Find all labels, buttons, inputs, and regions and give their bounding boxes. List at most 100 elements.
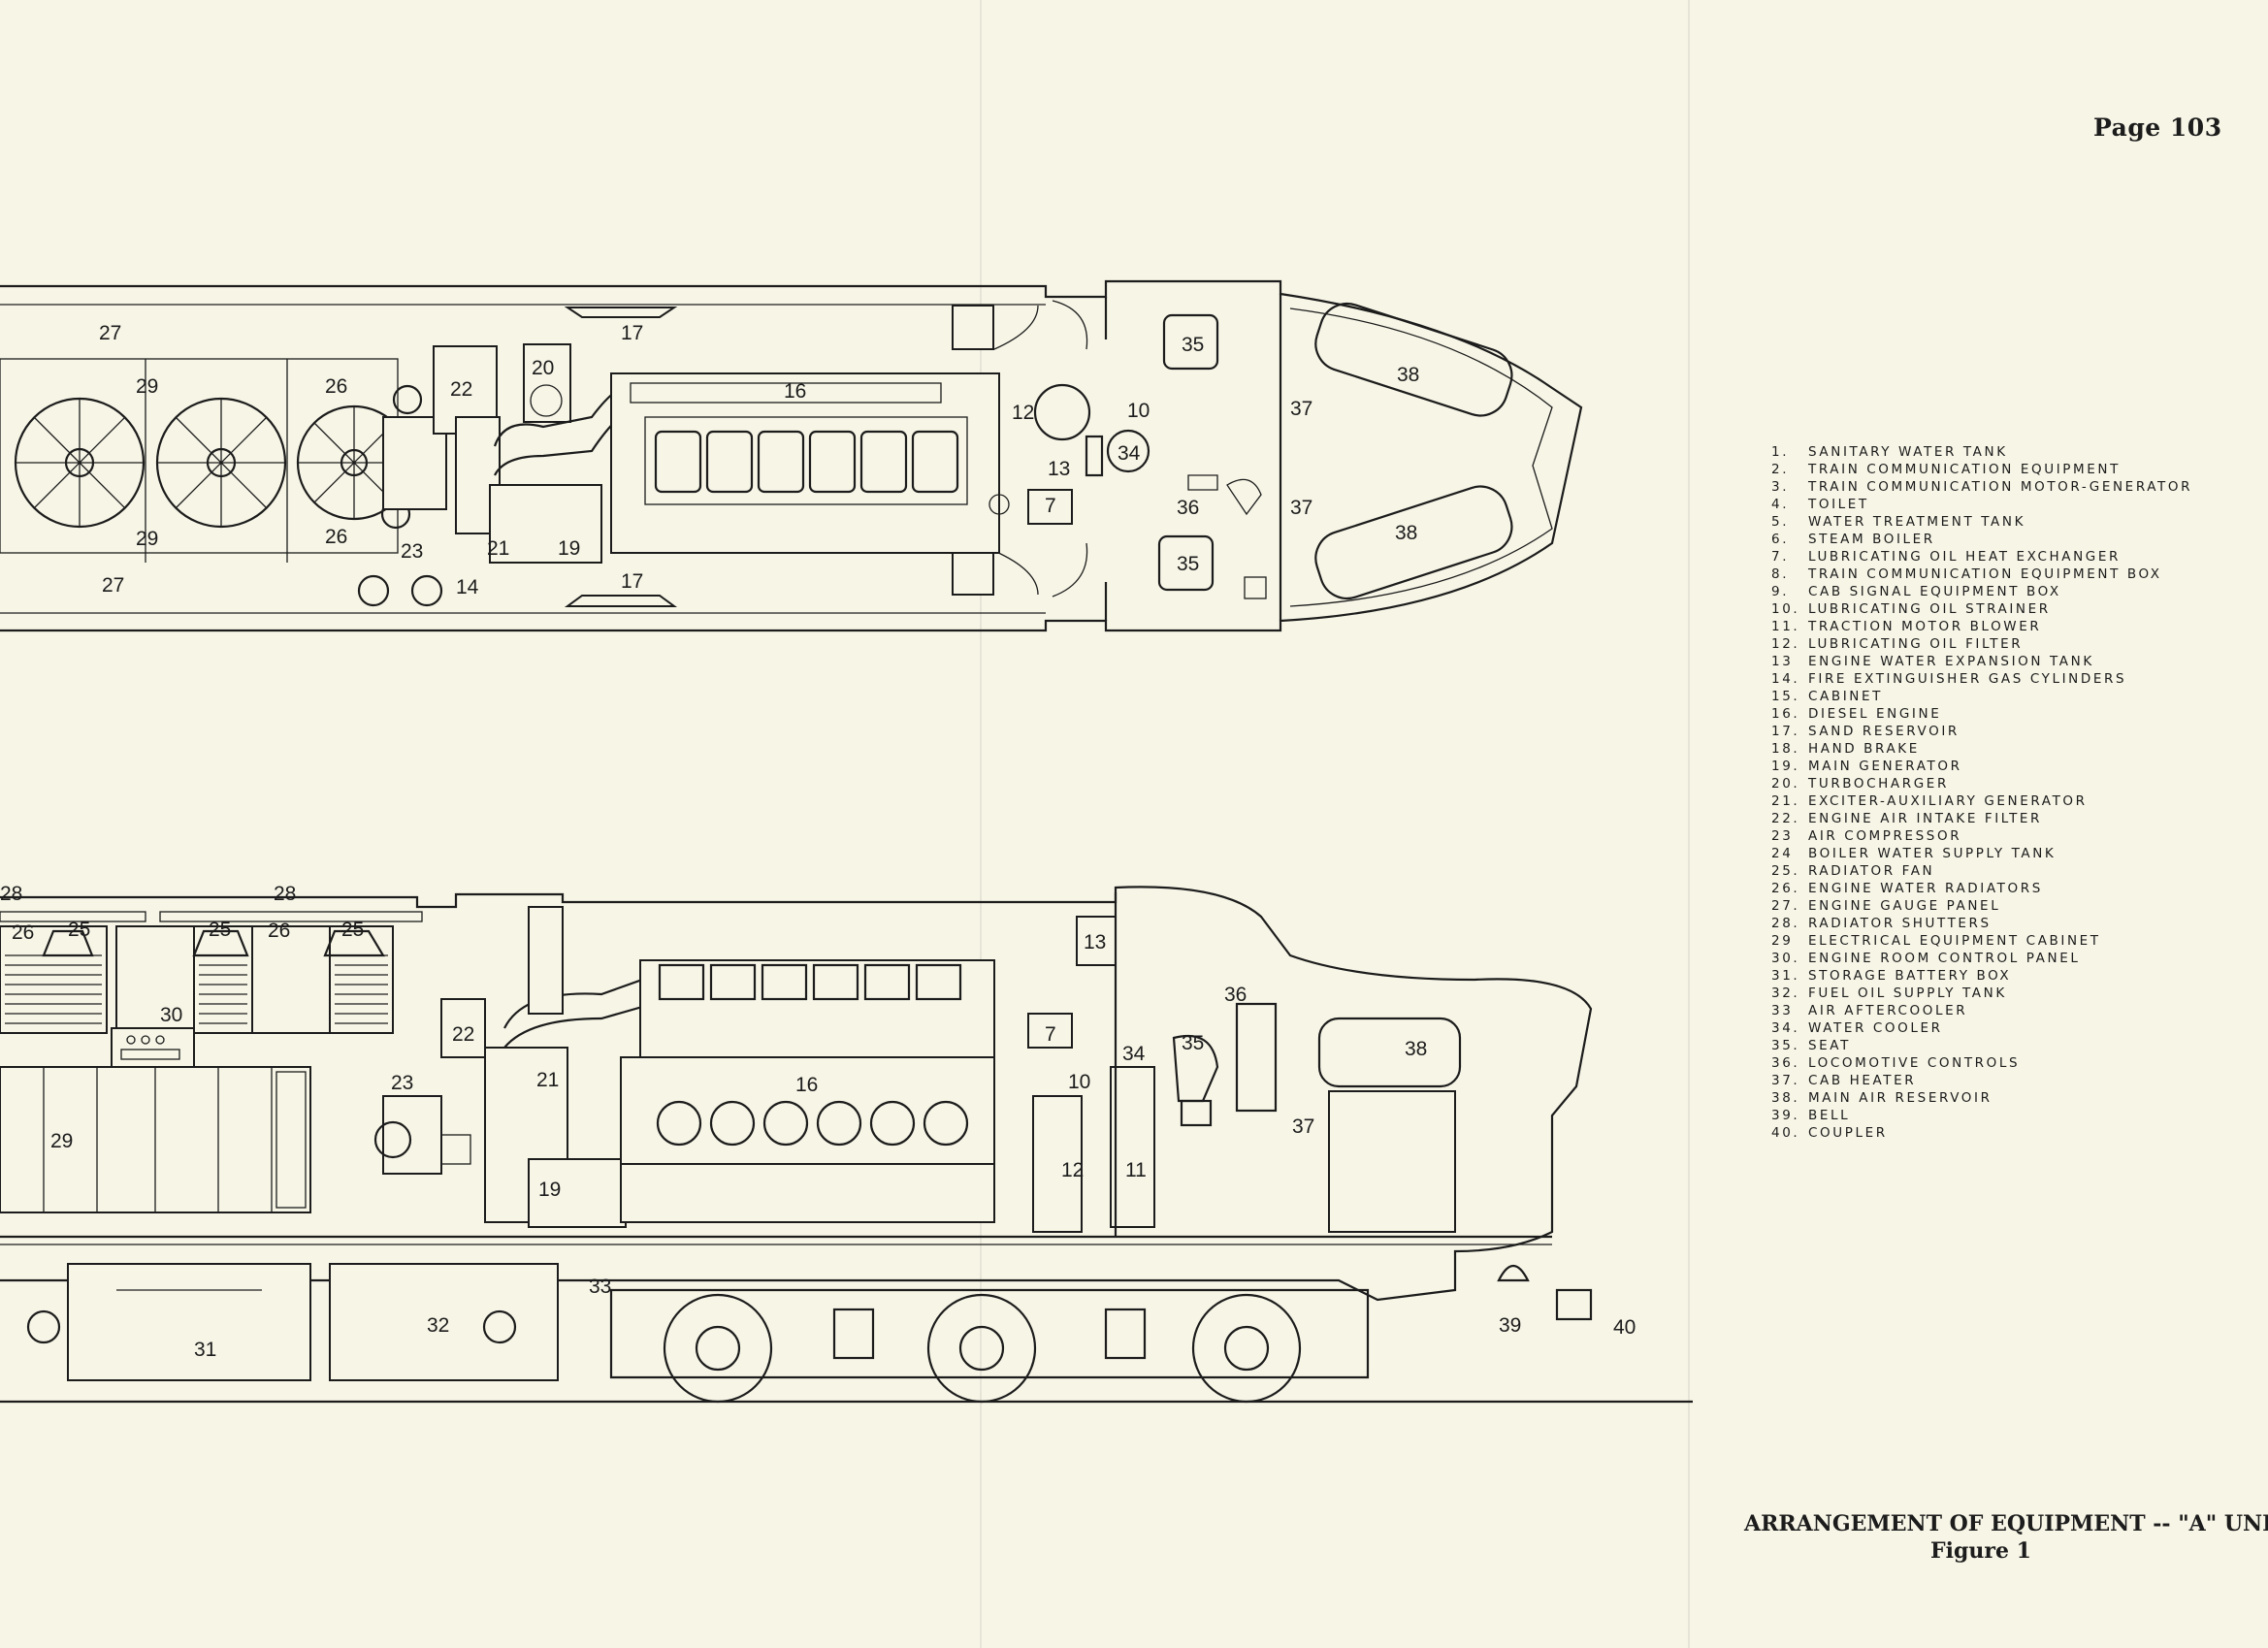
legend-item-text: HAND BRAKE xyxy=(1808,741,1920,757)
legend-item: 27. ENGINE GAUGE PANEL xyxy=(1771,897,2192,915)
legend-item: 10.LUBRICATING OIL STRAINER xyxy=(1771,600,2192,618)
legend-item-number: 13 xyxy=(1771,654,1794,669)
legend-item-text: COUPLER xyxy=(1808,1125,1888,1141)
elev-label-19: 19 xyxy=(538,1179,561,1201)
legend-item: 19.MAIN GENERATOR xyxy=(1771,758,2192,775)
page-number: Page 103 xyxy=(2093,113,2222,142)
legend-item-text: BOILER WATER SUPPLY TANK xyxy=(1808,846,2057,861)
legend-item-number: 28. xyxy=(1771,916,1800,931)
legend-item-text: ELECTRICAL EQUIPMENT CABINET xyxy=(1808,933,2101,949)
legend-item-number: 6. xyxy=(1771,532,1790,547)
elev-label-28: 28 xyxy=(0,883,22,905)
legend-item-text: ENGINE AIR INTAKE FILTER xyxy=(1808,811,2043,826)
elev-label-13: 13 xyxy=(1084,931,1106,953)
radiator-fans xyxy=(0,358,412,563)
elev-label-31: 31 xyxy=(194,1339,216,1361)
legend-item-number: 22. xyxy=(1771,811,1800,826)
elev-label-23: 23 xyxy=(391,1072,413,1094)
plan-label-36: 36 xyxy=(1177,497,1199,519)
plan-label-29: 29 xyxy=(136,375,158,398)
legend-item-number: 38. xyxy=(1771,1090,1800,1106)
legend-item: 1.SANITARY WATER TANK xyxy=(1771,443,2192,461)
legend-item-number: 11. xyxy=(1771,619,1800,634)
electrical-cabinet xyxy=(0,1066,311,1213)
legend-item: 6.STEAM BOILER xyxy=(1771,531,2192,548)
elev-label-25: 25 xyxy=(341,919,364,941)
plan-label-12: 12 xyxy=(1012,402,1034,424)
legend-item: 26. ENGINE WATER RADIATORS xyxy=(1771,880,2192,897)
plan-label-27: 27 xyxy=(102,574,124,597)
legend-item-text: ENGINE WATER RADIATORS xyxy=(1808,881,2043,896)
plan-label-26: 26 xyxy=(325,526,347,548)
legend-item-text: SAND RESERVOIR xyxy=(1808,724,1960,739)
legend-item: 40. COUPLER xyxy=(1771,1124,2192,1142)
plan-label-35: 35 xyxy=(1182,334,1204,356)
elev-label-36: 36 xyxy=(1224,984,1247,1006)
elev-label-16: 16 xyxy=(795,1074,818,1096)
plan-label-7: 7 xyxy=(1045,495,1056,517)
legend-item-text: ENGINE ROOM CONTROL PANEL xyxy=(1808,951,2081,966)
plan-view: 27 29 26 22 20 17 16 12 10 35 38 37 13 3… xyxy=(0,279,1583,632)
plan-label-22: 22 xyxy=(450,378,472,401)
legend-item: 37.CAB HEATER xyxy=(1771,1072,2192,1089)
legend-item: 30.ENGINE ROOM CONTROL PANEL xyxy=(1771,950,2192,967)
legend-item: 39.BELL xyxy=(1771,1107,2192,1124)
legend-item-number: 14. xyxy=(1771,671,1800,687)
legend-item: 5.WATER TREATMENT TANK xyxy=(1771,513,2192,531)
legend-item: 18.HAND BRAKE xyxy=(1771,740,2192,758)
legend-item-text: LUBRICATING OIL STRAINER xyxy=(1808,601,2051,617)
legend-item-number: 23 xyxy=(1771,828,1794,844)
legend-item-number: 39. xyxy=(1771,1108,1800,1123)
legend-item-text: ENGINE GAUGE PANEL xyxy=(1808,898,2001,914)
plan-label-14: 14 xyxy=(456,576,479,598)
elev-label-25: 25 xyxy=(209,919,231,941)
elev-label-29: 29 xyxy=(50,1130,73,1152)
legend-item-number: 5. xyxy=(1771,514,1790,530)
legend-item-text: TOILET xyxy=(1808,497,1869,512)
elev-label-26: 26 xyxy=(12,921,34,944)
legend-item-number: 2. xyxy=(1771,462,1790,477)
legend-item-text: TURBOCHARGER xyxy=(1808,776,1949,792)
legend-item-text: STORAGE BATTERY BOX xyxy=(1808,968,2012,984)
legend-item: 4. TOILET xyxy=(1771,496,2192,513)
elev-label-38: 38 xyxy=(1405,1038,1427,1060)
legend-item: 3.TRAIN COMMUNICATION MOTOR-GENERATOR xyxy=(1771,478,2192,496)
legend-item-number: 33 xyxy=(1771,1003,1794,1018)
legend-item-text: SEAT xyxy=(1808,1038,1851,1053)
legend-item-text: LUBRICATING OIL HEAT EXCHANGER xyxy=(1808,549,2121,565)
legend-item-number: 20. xyxy=(1771,776,1800,792)
page-fold-line xyxy=(980,0,982,1648)
page-fold-line xyxy=(1688,0,1690,1648)
plan-label-35: 35 xyxy=(1177,553,1199,575)
legend-item: 25.RADIATOR FAN xyxy=(1771,862,2192,880)
legend-item-number: 40. xyxy=(1771,1125,1800,1141)
elev-label-12: 12 xyxy=(1061,1159,1084,1181)
legend-item-number: 8. xyxy=(1771,566,1790,582)
legend-item: 8.TRAIN COMMUNICATION EQUIPMENT BOX xyxy=(1771,565,2192,583)
legend-item-text: DIESEL ENGINE xyxy=(1808,706,1942,722)
legend-item: 21.EXCITER-AUXILIARY GENERATOR xyxy=(1771,792,2192,810)
legend-item-text: EXCITER-AUXILIARY GENERATOR xyxy=(1808,793,2088,809)
plan-label-38: 38 xyxy=(1397,364,1419,386)
elevation-view: 28 28 26 25 25 26 25 30 22 13 36 35 38 7… xyxy=(0,883,1693,1404)
plan-label-26: 26 xyxy=(325,375,347,398)
elev-label-11: 11 xyxy=(1125,1159,1147,1181)
plan-label-37: 37 xyxy=(1290,497,1312,519)
caption-figure-number: Figure 1 xyxy=(1930,1538,2031,1564)
elev-label-34: 34 xyxy=(1122,1043,1146,1065)
diesel-engine xyxy=(620,959,995,1223)
legend-item-text: MAIN GENERATOR xyxy=(1808,759,1962,774)
plan-label-16: 16 xyxy=(784,380,806,403)
legend-item-number: 26. xyxy=(1771,881,1800,896)
figure-caption: ARRANGEMENT OF EQUIPMENT -- "A" UNIT Fig… xyxy=(1744,1510,2268,1565)
legend-item-number: 27. xyxy=(1771,898,1800,914)
plan-label-19: 19 xyxy=(558,537,580,560)
elev-label-28: 28 xyxy=(274,883,296,905)
legend-item-number: 4. xyxy=(1771,497,1790,512)
legend-item: 12.LUBRICATING OIL FILTER xyxy=(1771,635,2192,653)
legend-item-number: 24 xyxy=(1771,846,1794,861)
